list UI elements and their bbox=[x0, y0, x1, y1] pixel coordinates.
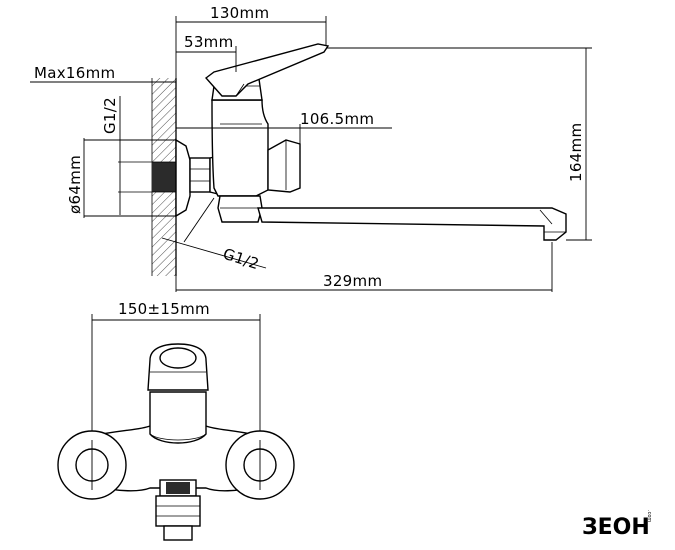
label-130: 130mm bbox=[210, 4, 269, 22]
spout-outlet bbox=[155, 495, 201, 527]
handle-opening bbox=[159, 347, 197, 369]
front-column bbox=[149, 391, 207, 444]
logo-text: ЗЕОН bbox=[582, 515, 650, 540]
eccentric-nut bbox=[189, 157, 211, 193]
label-106: 106.5mm bbox=[300, 110, 374, 128]
label-64: ø64mm bbox=[66, 155, 84, 214]
label-329: 329mm bbox=[323, 272, 382, 290]
column-curve bbox=[149, 433, 207, 441]
label-g12-angled: G1/2 bbox=[221, 245, 262, 274]
lever-edge bbox=[235, 83, 245, 97]
brand-logo: ЗЕОН .com bbox=[582, 510, 652, 540]
side-view: 130mm 53mm Max16mm G1/2 ø64mm 106.5mm 16… bbox=[30, 4, 592, 292]
spout-nut-dark bbox=[166, 482, 190, 494]
label-max16: Max16mm bbox=[34, 64, 115, 82]
lever-handle bbox=[204, 43, 330, 97]
front-view: 150±15mm bbox=[57, 300, 295, 541]
label-g12-vertical: G1/2 bbox=[101, 97, 119, 134]
label-164: 164mm bbox=[567, 123, 585, 182]
long-spout bbox=[257, 207, 567, 241]
diverter-knob bbox=[267, 139, 301, 193]
spout-mount bbox=[217, 195, 263, 223]
dim-line-g12-angled bbox=[161, 237, 267, 269]
mixer-body bbox=[211, 99, 269, 197]
label-53: 53mm bbox=[184, 33, 234, 51]
escutcheon bbox=[175, 138, 191, 218]
spout-bend bbox=[539, 209, 553, 225]
label-150: 150±15mm bbox=[118, 300, 210, 318]
logo-small-text: .com bbox=[646, 510, 652, 522]
wall-inlet-dark bbox=[152, 162, 176, 192]
leader-g12-angled bbox=[183, 197, 215, 243]
spout-tip bbox=[163, 525, 193, 541]
